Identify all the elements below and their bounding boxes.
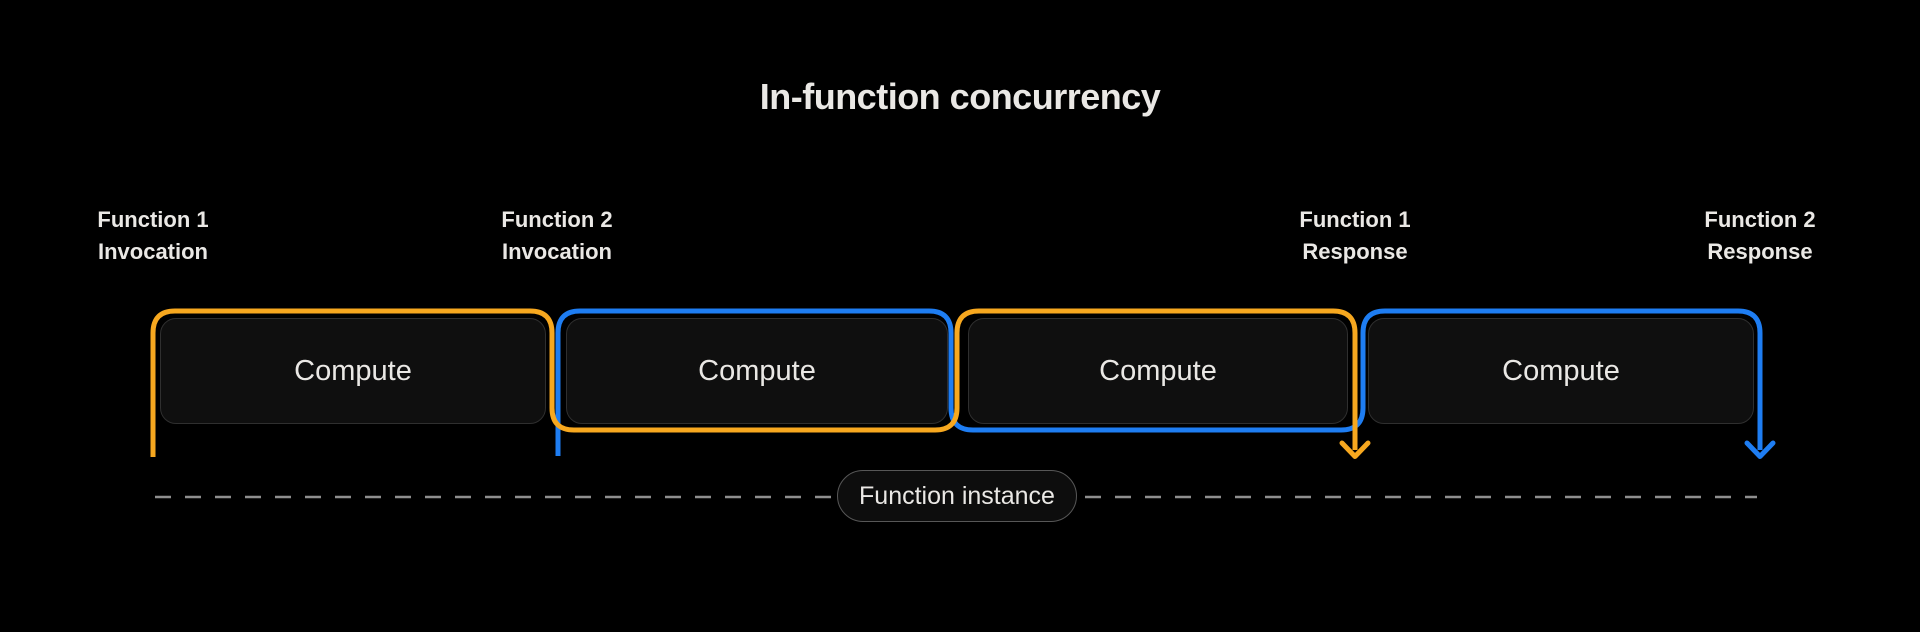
compute-box-2: Compute bbox=[566, 318, 948, 424]
compute-box-label: Compute bbox=[294, 354, 412, 387]
label-line: Function 1 bbox=[97, 207, 209, 232]
label-line: Response bbox=[1302, 239, 1408, 264]
compute-box-label: Compute bbox=[1502, 354, 1620, 387]
label-line: Function 2 bbox=[501, 207, 613, 232]
function-instance-pill: Function instance bbox=[837, 470, 1077, 522]
function-instance-pill-label: Function instance bbox=[859, 481, 1055, 510]
label-line: Response bbox=[1707, 239, 1813, 264]
label-line: Function 2 bbox=[1704, 207, 1816, 232]
label-function1-invocation: Function 1 Invocation bbox=[33, 204, 273, 268]
compute-box-label: Compute bbox=[698, 354, 816, 387]
compute-box-1: Compute bbox=[160, 318, 546, 424]
label-line: Invocation bbox=[501, 239, 612, 264]
compute-box-4: Compute bbox=[1368, 318, 1754, 424]
label-function2-invocation: Function 2 Invocation bbox=[437, 204, 677, 268]
function2-response-arrow-icon bbox=[1744, 440, 1776, 459]
compute-box-label: Compute bbox=[1099, 354, 1217, 387]
diagram-title: In-function concurrency bbox=[759, 76, 1161, 117]
label-function2-response: Function 2 Response bbox=[1640, 204, 1880, 268]
compute-box-3: Compute bbox=[968, 318, 1348, 424]
function1-response-arrow-icon bbox=[1339, 440, 1371, 459]
label-function1-response: Function 1 Response bbox=[1235, 204, 1475, 268]
label-line: Function 1 bbox=[1299, 207, 1411, 232]
label-line: Invocation bbox=[97, 239, 208, 264]
